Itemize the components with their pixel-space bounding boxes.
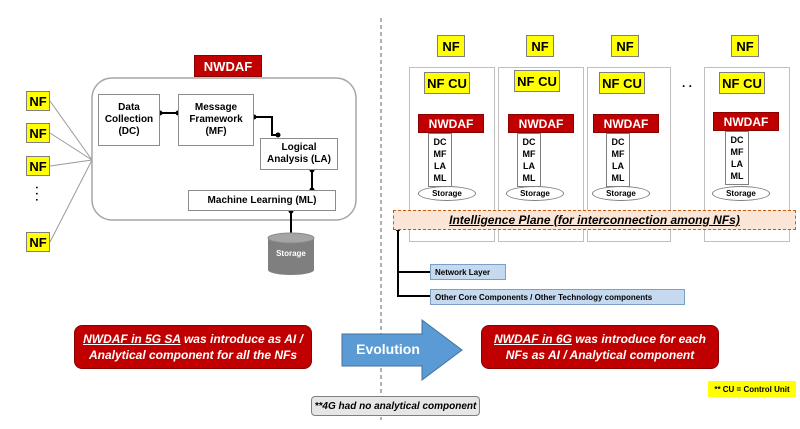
nwdaf-4: NWDAF — [713, 112, 779, 131]
storage-oval-3: Storage — [592, 186, 650, 201]
logical-analysis-box: Logical Analysis (LA) — [260, 138, 338, 170]
inner-mf: MF — [730, 147, 744, 157]
la-line-2: Analysis (LA) — [267, 154, 331, 165]
nf-cu-1: NF CU — [424, 72, 470, 94]
machine-learning-box: Machine Learning (ML) — [188, 190, 336, 211]
inner-ml: ML — [522, 173, 536, 183]
left-summary-message: NWDAF in 5G SA was introduce as AI / Ana… — [74, 325, 312, 369]
left-msg-rest: was introduce as AI / — [180, 332, 303, 346]
nwdaf-title-left: NWDAF — [194, 55, 262, 77]
la-line-1: Logical — [281, 142, 317, 153]
columns-ellipsis: . . — [681, 76, 692, 90]
evolution-arrow — [341, 319, 463, 381]
nf-top-3: NF — [611, 35, 639, 57]
right-msg-rest: was introduce for each — [571, 332, 707, 346]
right-summary-message: NWDAF in 6G was introduce for each NFs a… — [481, 325, 719, 369]
nf-box-left-1: NF — [26, 91, 50, 111]
inner-ml: ML — [611, 173, 625, 183]
mf-line-3: (MF) — [205, 126, 227, 137]
inner-ml: ML — [730, 171, 744, 181]
inner-ml: ML — [433, 173, 447, 183]
inner-la: LA — [612, 161, 624, 171]
dc-line-3: (DC) — [118, 126, 140, 137]
evolution-label: Evolution — [356, 341, 420, 357]
nwdaf-components-2: DC MF LA ML — [517, 133, 541, 187]
nwdaf-2: NWDAF — [508, 114, 574, 133]
nf-ellipsis-left: . . . — [33, 186, 45, 202]
storage-cylinder-left — [267, 232, 315, 275]
nwdaf-components-4: DC MF LA ML — [725, 131, 749, 185]
nf-box-left-4: NF — [26, 232, 50, 252]
inner-dc: DC — [611, 137, 625, 147]
right-msg-line-1: NWDAF in 6G was introduce for each — [494, 331, 706, 347]
inner-dc: DC — [522, 137, 536, 147]
nf-box-left-2: NF — [26, 123, 50, 143]
nf-top-1: NF — [437, 35, 465, 57]
storage-label-left: Storage — [276, 249, 306, 258]
storage-oval-1: Storage — [418, 186, 476, 201]
nf-cu-3: NF CU — [599, 72, 645, 94]
inner-dc: DC — [433, 137, 447, 147]
other-core-components-box: Other Core Components / Other Technology… — [430, 289, 685, 305]
inner-mf: MF — [611, 149, 625, 159]
nwdaf-components-3: DC MF LA ML — [606, 133, 630, 187]
mf-line-2: Framework — [189, 114, 243, 125]
nf-cu-4: NF CU — [719, 72, 765, 94]
nwdaf-3: NWDAF — [593, 114, 659, 133]
nf-cu-2: NF CU — [514, 70, 560, 92]
right-msg-underlined: NWDAF in 6G — [493, 332, 572, 346]
inner-dc: DC — [730, 135, 744, 145]
dc-line-2: Collection — [104, 114, 154, 125]
nwdaf-components-1: DC MF LA ML — [428, 133, 452, 187]
nf-top-2: NF — [526, 35, 554, 57]
message-framework-box: Message Framework (MF) — [178, 94, 254, 146]
nf-top-4: NF — [731, 35, 759, 57]
intelligence-plane-bar: Intelligence Plane (for interconnection … — [393, 210, 796, 230]
inner-la: LA — [523, 161, 535, 171]
mf-line-1: Message — [194, 102, 238, 113]
inner-mf: MF — [522, 149, 536, 159]
left-msg-underlined: NWDAF in 5G SA — [83, 332, 181, 346]
cu-note: ** CU = Control Unit — [708, 381, 796, 397]
nf-box-left-3: NF — [26, 156, 50, 176]
nwdaf-1: NWDAF — [418, 114, 484, 133]
left-msg-line-2: Analytical component for all the NFs — [88, 348, 298, 362]
left-msg-line-1: NWDAF in 5G SA was introduce as AI / — [83, 331, 303, 347]
storage-oval-2: Storage — [506, 186, 564, 201]
inner-mf: MF — [433, 149, 447, 159]
network-layer-box: Network Layer — [430, 264, 506, 280]
storage-oval-4: Storage — [712, 186, 770, 201]
inner-la: LA — [731, 159, 743, 169]
right-msg-line-2: NFs as AI / Analytical component — [505, 348, 695, 362]
dc-line-1: Data — [118, 102, 140, 113]
inner-la: LA — [434, 161, 446, 171]
footnote-4g: **4G had no analytical component — [311, 396, 480, 416]
data-collection-box: Data Collection (DC) — [98, 94, 160, 146]
